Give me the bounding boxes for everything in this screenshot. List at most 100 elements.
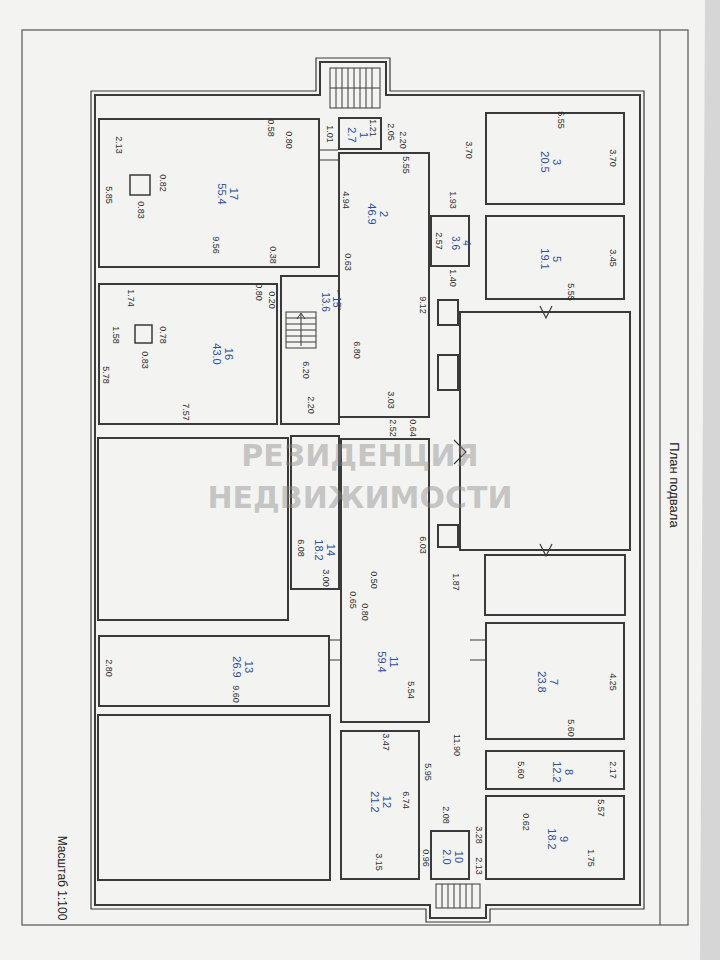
room-label: 1418.2 (312, 539, 335, 560)
outer-wall-face (91, 58, 644, 922)
dimension-label: 0.78 (158, 326, 167, 344)
room-box: 812.2 (485, 750, 625, 790)
dimension-label: 9.56 (211, 236, 220, 254)
room-area: 19.1 (538, 248, 550, 269)
dimension-label: 0.20 (267, 291, 276, 309)
dimension-label: 2.57 (434, 232, 443, 250)
room-area: 43.0 (210, 343, 222, 364)
room-area: 26.9 (230, 656, 242, 677)
room-label: 246.9 (365, 203, 388, 224)
dimension-label: 6.20 (301, 361, 310, 379)
room-number: 3 (550, 151, 562, 172)
room-label: 812.2 (550, 761, 573, 782)
dimension-label: 5.85 (104, 186, 113, 204)
room-area: 3.6 (450, 236, 461, 250)
room-label: 1755.4 (215, 183, 238, 204)
dimension-label: 0.80 (254, 283, 263, 301)
room-number: 4 (460, 236, 471, 250)
room-box: 723.8 (485, 622, 625, 740)
room-number: 5 (550, 248, 562, 269)
dimension-label: 0.38 (268, 246, 277, 264)
dimension-label: 1.93 (448, 191, 457, 209)
room-number: 16 (222, 343, 234, 364)
room-box: 246.9 (338, 152, 430, 418)
dimension-label: 5.54 (406, 681, 415, 699)
room-area: 2.0 (440, 849, 452, 864)
dimension-label: 0.80 (284, 131, 293, 149)
room-label: 102.0 (440, 849, 463, 864)
plan-title: План подвала (667, 442, 682, 527)
room-label: 1221.2 (368, 791, 391, 812)
dimension-label: 2.20 (306, 396, 315, 414)
dimension-label: 5.78 (101, 366, 110, 384)
dimension-label: 1.75 (586, 849, 595, 867)
dimension-label: 3.47 (381, 733, 390, 751)
dimension-label: 0.64 (408, 419, 417, 437)
dimension-label: 5.55 (566, 283, 575, 301)
dimension-label: 0.50 (369, 571, 378, 589)
room-number: 11 (387, 651, 399, 672)
dimension-label: 3.00 (321, 569, 330, 587)
room-label: 43.6 (450, 236, 471, 250)
room-area: 23.8 (535, 671, 547, 692)
dimension-label: 6.74 (401, 791, 410, 809)
room-box: 102.0 (430, 830, 470, 880)
dimension-label: 1.58 (111, 326, 120, 344)
room-number: 17 (227, 183, 239, 204)
dimension-label: 0.62 (521, 813, 530, 831)
room-number: 10 (452, 849, 464, 864)
dimension-label: 2.52 (388, 419, 397, 437)
dimension-label: 0.58 (266, 119, 275, 137)
dimension-label: 0.80 (360, 603, 369, 621)
pillars (130, 175, 152, 343)
room-box: 519.1 (485, 215, 625, 300)
dimension-label: 2.13 (114, 136, 123, 154)
dimension-label: 2.13 (474, 857, 483, 875)
dimension-label: 0.82 (158, 174, 167, 192)
dimension-label: 0.83 (140, 351, 149, 369)
dimension-label: 3.70 (464, 141, 473, 159)
scale-caption: Масштаб 1:100 (55, 836, 69, 921)
room-area: 12.2 (550, 761, 562, 782)
dimension-label: 0.65 (348, 591, 357, 609)
unnumbered-rooms (98, 300, 630, 880)
room-area: 13.6 (320, 292, 331, 311)
room-area: 18.2 (545, 828, 557, 849)
room-area: 18.2 (312, 539, 324, 560)
room-label: 320.5 (538, 151, 561, 172)
watermark-text: НЕДВИЖИМОСТИ (207, 480, 512, 515)
dimension-label: 6.03 (418, 536, 427, 554)
door-marks (320, 150, 485, 660)
sheet-frame (22, 30, 688, 925)
room-label: 723.8 (535, 671, 558, 692)
watermark-text: РЕЗИДЕНЦИЯ (241, 438, 478, 473)
dimension-label: 2.20 (398, 131, 407, 149)
dimension-label: 5.60 (566, 719, 575, 737)
dimension-label: 5.60 (516, 761, 525, 779)
room-number: 2 (377, 203, 389, 224)
room-number: 15 (330, 292, 341, 311)
frame-margin-line (659, 30, 660, 925)
dimension-label: 11.90 (452, 734, 461, 756)
room-number: 14 (324, 539, 336, 560)
dimension-label: 3.15 (374, 853, 383, 871)
dimension-label: 0.83 (136, 201, 145, 219)
paper-sheet (0, 0, 705, 960)
room-area: 46.9 (365, 203, 377, 224)
dimension-label: 4.94 (341, 191, 350, 209)
dimension-label: 2.80 (104, 659, 113, 677)
dimension-label: 1.74 (126, 289, 135, 307)
room-number: 13 (242, 656, 254, 677)
room-box: 1326.9 (98, 635, 330, 707)
room-box: 320.5 (485, 112, 625, 205)
dimension-label: 6.80 (352, 341, 361, 359)
dimension-label: 4.25 (608, 673, 617, 691)
dimension-label: 1.21 (368, 119, 377, 137)
dimension-label: 1.40 (448, 269, 457, 287)
dimension-label: 1.01 (325, 125, 334, 143)
dimension-label: 9.60 (231, 685, 240, 703)
room-area: 55.4 (215, 183, 227, 204)
dimension-label: 5.95 (423, 763, 432, 781)
dimension-label: 2.08 (441, 806, 450, 824)
outer-wall (95, 62, 640, 918)
